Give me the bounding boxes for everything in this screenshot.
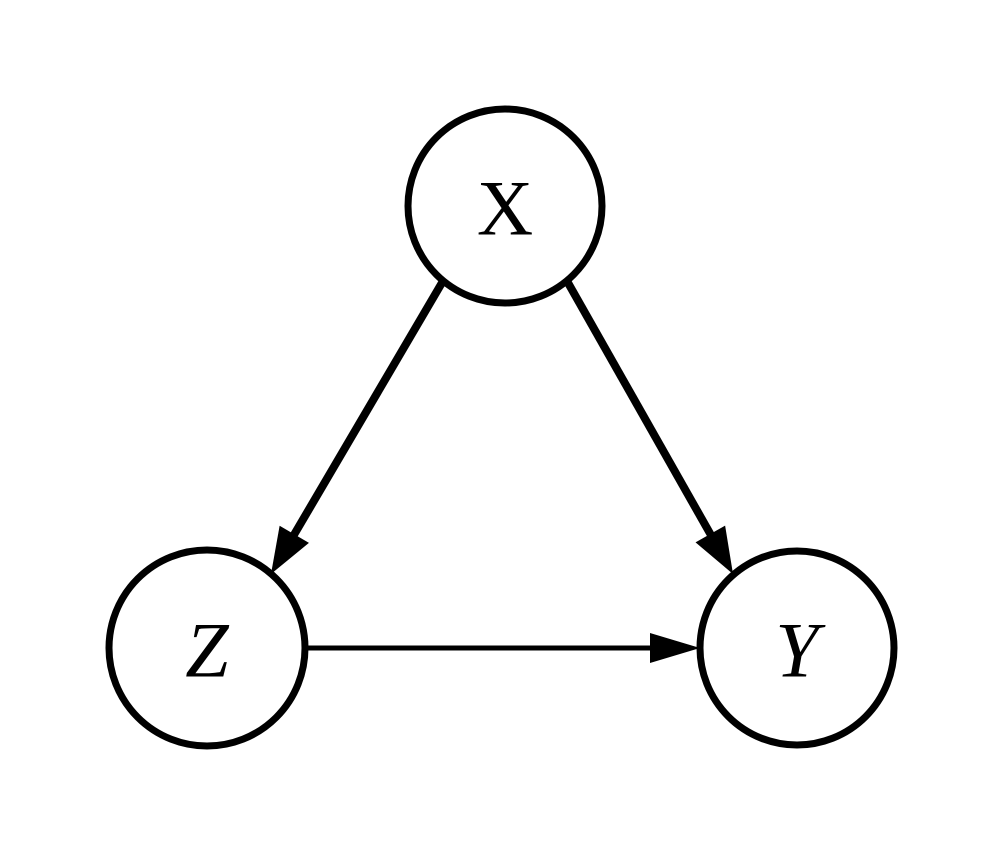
edge-z-to-y-arrowhead xyxy=(650,633,700,663)
node-z[interactable]: Z xyxy=(105,546,309,750)
edge-x-to-z-arrowhead xyxy=(271,525,309,574)
node-z-label: Z xyxy=(185,607,230,694)
edge-x-to-y-arrowhead xyxy=(695,525,733,574)
edge-x-to-z-line xyxy=(288,278,447,540)
node-x-label: X xyxy=(477,165,533,252)
node-y[interactable]: Y xyxy=(696,547,898,749)
nodes-group: X Z Y xyxy=(105,105,898,750)
edge-x-to-y xyxy=(563,279,733,574)
edge-x-to-y-line xyxy=(563,279,716,540)
node-y-circle[interactable] xyxy=(696,547,898,749)
edge-x-to-z xyxy=(271,278,447,574)
edges-group xyxy=(271,278,733,663)
node-x[interactable]: X xyxy=(404,105,606,307)
edge-z-to-y xyxy=(305,633,700,663)
node-z-circle[interactable] xyxy=(105,546,309,750)
node-y-label: Y xyxy=(775,607,826,694)
node-x-circle[interactable] xyxy=(404,105,606,307)
